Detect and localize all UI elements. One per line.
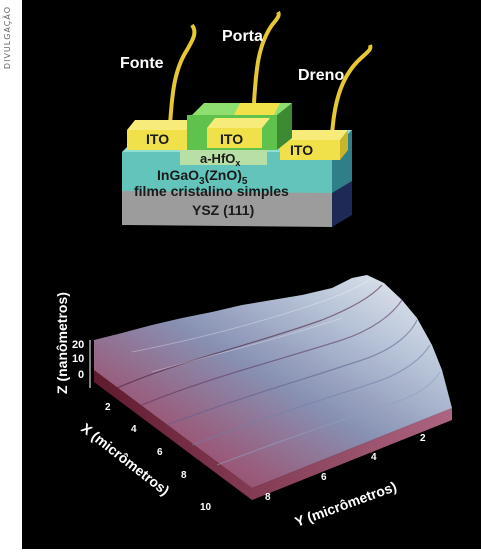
x-tick-6: 6: [157, 447, 163, 458]
surface-top: [94, 275, 452, 488]
x-tick-2: 2: [105, 402, 111, 413]
tft-device-diagram: Fonte Porta Dreno ITO ITO ITO a-HfOx InG…: [120, 10, 373, 227]
surface-highlights: [131, 277, 373, 373]
label-dielectric: a-HfOx: [200, 151, 240, 168]
x-tick-4: 4: [131, 424, 137, 435]
ito-source-top: [127, 120, 200, 130]
z-tick-20: 20: [72, 339, 84, 351]
gate-wire: [252, 10, 281, 104]
figure-svg: Fonte Porta Dreno ITO ITO ITO a-HfOx InG…: [54, 10, 452, 530]
y-tick-2: 2: [420, 433, 426, 444]
dielectric-front: [180, 150, 267, 165]
substrate-front: [122, 190, 332, 227]
y-axis-label: Y (micrômetros): [293, 478, 399, 530]
label-drain: Dreno: [298, 67, 344, 84]
ito-gate-top: [207, 118, 270, 128]
label-ito-left: ITO: [146, 131, 169, 147]
drain-wire: [330, 44, 373, 136]
z-axis-label: Z (nanômetros): [54, 292, 70, 394]
label-substrate: YSZ (111): [192, 202, 254, 218]
surface-front-face: [94, 370, 452, 500]
x-tick-8: 8: [181, 470, 187, 481]
y-tick-8: 8: [265, 492, 271, 503]
label-ito-right: ITO: [290, 142, 313, 158]
label-source: Fonte: [120, 55, 164, 72]
ito-drain-side: [340, 130, 348, 160]
x-axis-label: X (micrômetros): [78, 420, 172, 499]
gate-side: [277, 103, 292, 150]
y-tick-4: 4: [371, 452, 377, 463]
credit-text: DIVULGAÇÃO: [3, 6, 12, 70]
film-front: [122, 152, 332, 193]
substrate-side: [332, 180, 352, 227]
label-film-description: filme cristalino simples: [134, 183, 289, 199]
source-wire: [168, 23, 197, 126]
label-ito-center: ITO: [220, 131, 243, 147]
photo-credit: DIVULGAÇÃO: [0, 0, 22, 549]
ito-drain-front: [280, 140, 340, 160]
gate-contact-pad: [234, 103, 280, 115]
label-film-formula: InGaO3(ZnO)5: [157, 167, 248, 187]
x-tick-10: 10: [200, 502, 212, 513]
ito-drain-top: [280, 130, 348, 140]
surface-plot: 20 10 0 Z (nanômetros) 2 4 6 8 10 X (mic…: [54, 275, 452, 530]
ito-gate-front: [207, 128, 262, 148]
ito-source-front: [127, 130, 192, 150]
label-gate: Porta: [222, 28, 263, 45]
y-tick-6: 6: [321, 472, 327, 483]
surface-ridges: [116, 284, 441, 466]
z-tick-10: 10: [72, 353, 84, 365]
figure-panel: Fonte Porta Dreno ITO ITO ITO a-HfOx InG…: [22, 0, 481, 549]
z-tick-0: 0: [78, 369, 84, 381]
